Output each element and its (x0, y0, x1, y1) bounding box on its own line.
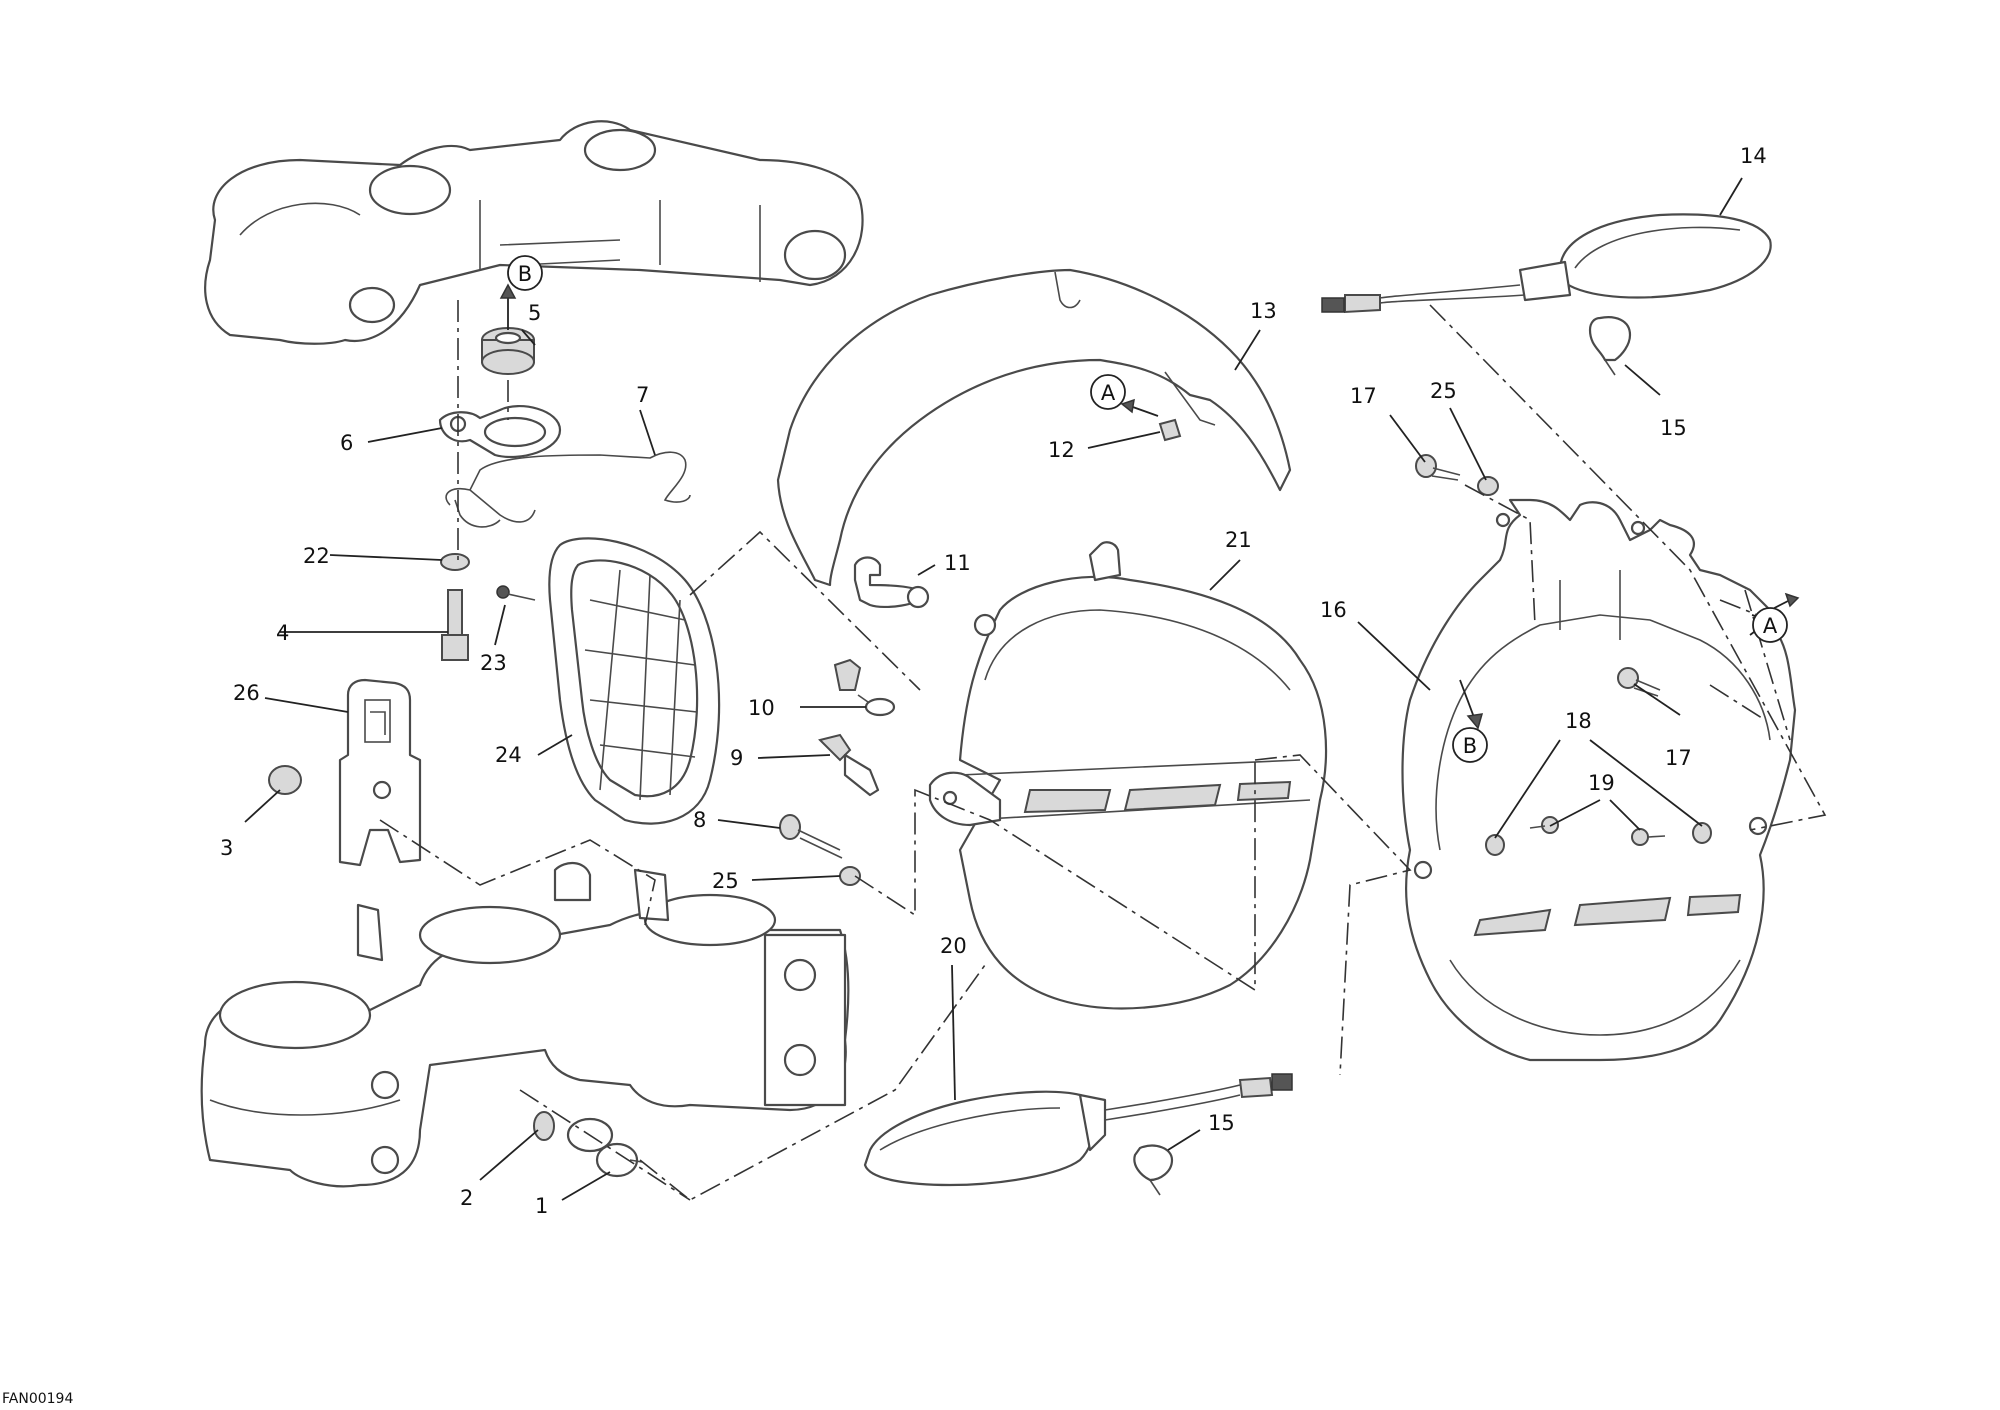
callout-6: 6 (340, 431, 353, 455)
grille-part-24 (548, 537, 721, 825)
callout-9: 9 (730, 746, 743, 770)
turn-signal-part-14 (1321, 213, 1772, 314)
callout-15a: 15 (1660, 416, 1687, 440)
bulb-part-9 (818, 733, 880, 797)
bulb-part-10 (833, 658, 896, 717)
callout-5: 5 (528, 301, 541, 325)
ref-label: B (518, 262, 532, 286)
callout-25a: 25 (1430, 379, 1457, 403)
callout-23: 23 (480, 651, 507, 675)
screw-part-17b (1617, 667, 1661, 697)
callout-3: 3 (220, 836, 233, 860)
fairing-top-part-13 (776, 268, 1292, 587)
callout-24: 24 (495, 743, 522, 767)
callout-8: 8 (693, 808, 706, 832)
callout-14: 14 (1740, 144, 1767, 168)
leader-lines (244, 177, 1743, 1201)
drawing-code: FAN00194 (2, 1391, 73, 1407)
callout-13: 13 (1250, 299, 1277, 323)
bracket-part-26 (338, 678, 422, 867)
reference-A-cover: A (1090, 374, 1126, 410)
screw-part-23 (496, 585, 536, 601)
callout-4: 4 (276, 621, 289, 645)
callout-7: 7 (636, 383, 649, 407)
bulb-part-15b (1133, 1144, 1174, 1196)
callout-10: 10 (748, 696, 775, 720)
grommet-part-5 (481, 327, 535, 375)
callout-12: 12 (1048, 438, 1075, 462)
ref-label: B (1463, 734, 1477, 758)
callout-numbers: 14 5 13 7 6 12 17 25 15 22 11 21 4 23 16… (220, 144, 1767, 1218)
turn-signal-part-20 (863, 1073, 1293, 1187)
callout-25b: 25 (712, 869, 739, 893)
reference-B-fairing: B (1452, 727, 1488, 763)
callout-17b: 17 (1665, 746, 1692, 770)
callout-26: 26 (233, 681, 260, 705)
callout-21: 21 (1225, 528, 1252, 552)
ref-label: A (1763, 614, 1778, 638)
lower-triple-clamp (200, 862, 850, 1188)
clip-part-18b (1692, 822, 1712, 844)
wire-clip-part-7 (445, 451, 691, 528)
washer-part-25b (839, 866, 861, 886)
callout-15b: 15 (1208, 1111, 1235, 1135)
callout-1: 1 (535, 1194, 548, 1218)
clip-part-18a (1485, 834, 1505, 856)
screw-part-17a (1415, 454, 1461, 481)
ref-label: A (1101, 381, 1116, 405)
bulb-part-15a (1588, 316, 1632, 376)
fairing-part-16 (1401, 498, 1797, 1062)
washer-part-25a (1477, 476, 1499, 496)
screw-part-8 (779, 814, 843, 859)
callout-17a: 17 (1350, 384, 1377, 408)
callout-11: 11 (944, 551, 971, 575)
callout-16: 16 (1320, 598, 1347, 622)
washer-part-22 (440, 553, 470, 571)
callout-2: 2 (460, 1186, 473, 1210)
reference-A-right-circle: A (1752, 607, 1788, 643)
upper-triple-clamp (204, 120, 864, 345)
callout-22: 22 (303, 544, 330, 568)
callout-19: 19 (1588, 771, 1615, 795)
cap-part-1-2 (533, 1111, 643, 1178)
callout-20: 20 (940, 934, 967, 958)
bulb-part-11 (853, 556, 930, 609)
bolt-part-4 (441, 589, 469, 661)
nut-part-3 (268, 765, 302, 795)
headlight-part-21 (928, 541, 1328, 1010)
callout-18: 18 (1565, 709, 1592, 733)
reference-B-top: B (507, 255, 543, 291)
